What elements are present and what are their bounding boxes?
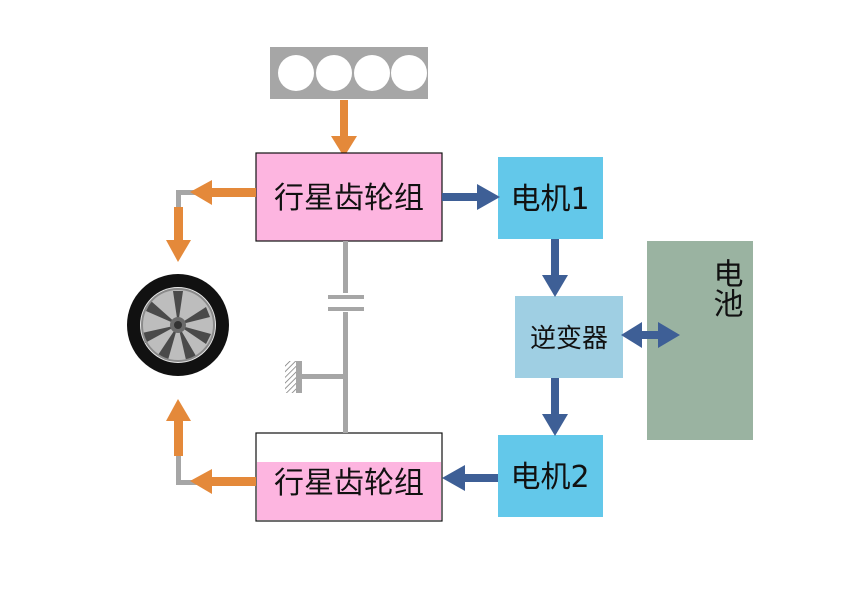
inverter-to-motor2-arrow [542, 378, 568, 436]
top-gearset-to-wheel-path [166, 180, 256, 262]
planetary-bottom-label: 行星齿轮组 [274, 466, 424, 501]
inverter-label: 逆变器 [530, 324, 608, 354]
battery-label: 电池 [708, 258, 743, 318]
inverter-battery-bidirectional-arrow [621, 322, 680, 348]
planetary-top-label: 行星齿轮组 [274, 181, 424, 216]
motor1-to-inverter-arrow [542, 239, 568, 297]
motor-2-box: 电机2 [498, 435, 603, 517]
motor-2-label: 电机2 [510, 460, 589, 495]
planetary-gearset-top: 行星齿轮组 [255, 152, 443, 242]
engine-cylinders-icon [270, 47, 428, 99]
gearset-to-motor1-arrow [442, 184, 500, 210]
planetary-gearset-bottom: 行星齿轮组 [255, 432, 443, 522]
motor2-to-gearset-arrow [442, 465, 498, 491]
ground-hatch-icon [285, 361, 344, 393]
bottom-gearset-to-wheel-path [166, 399, 256, 494]
motor-1-label: 电机1 [510, 182, 589, 217]
inverter-box: 逆变器 [515, 296, 623, 378]
wheel-icon [127, 274, 229, 376]
connecting-shaft [343, 241, 348, 433]
motor-1-box: 电机1 [498, 157, 603, 239]
engine-to-gearset-arrow [331, 100, 357, 157]
clutch-icon [328, 295, 364, 311]
